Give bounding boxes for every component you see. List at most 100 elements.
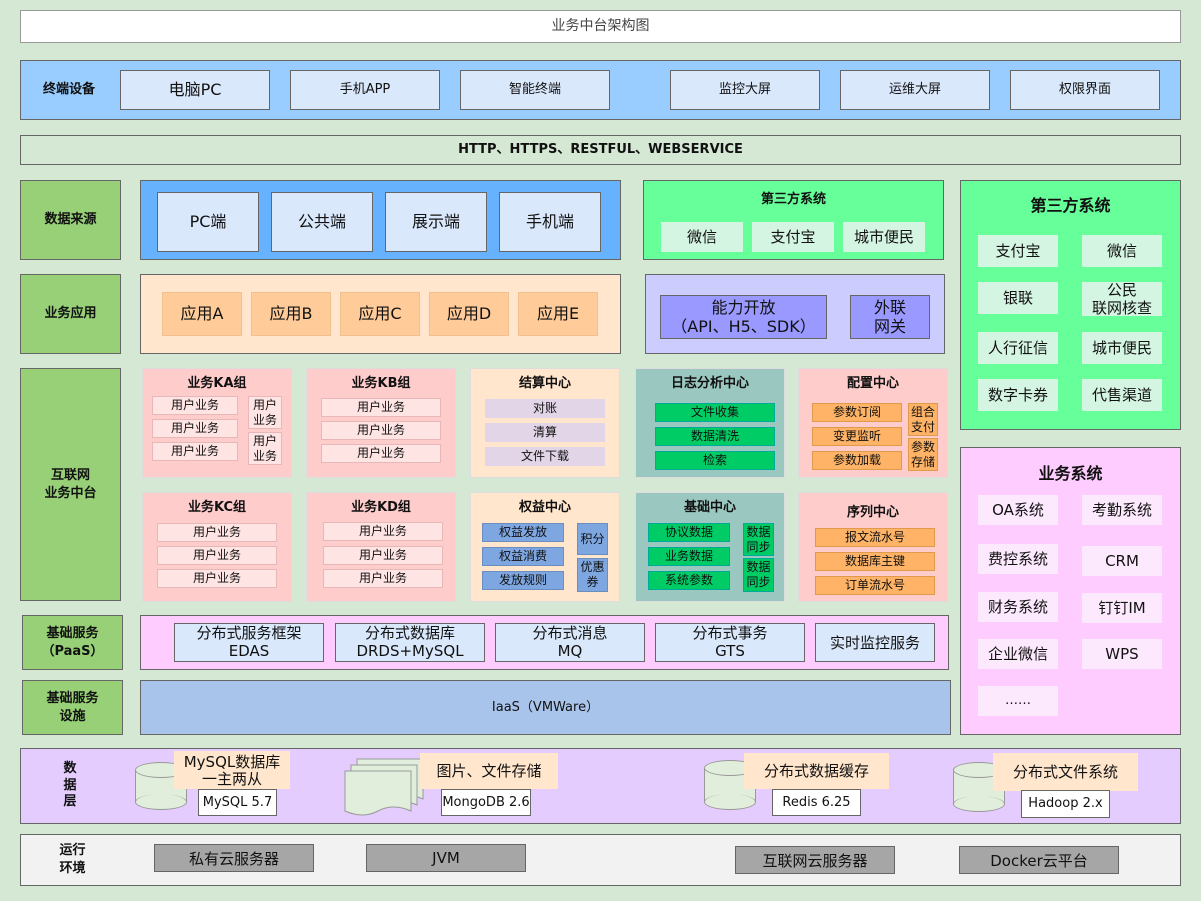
biz-sys-crm: CRM (1082, 546, 1162, 576)
base-center-item: 协议数据 (648, 523, 730, 542)
base-center-item: 系统参数 (648, 571, 730, 590)
terminal-item-monitor: 监控大屏 (670, 70, 820, 110)
paas-mq: 分布式消息 MQ (495, 623, 645, 662)
third-party-small-title: 第三方系统 (760, 191, 826, 207)
biz-sys-wecom: 企业微信 (978, 639, 1058, 669)
hadoop-version: Hadoop 2.x (1021, 790, 1110, 818)
app-e: 应用E (518, 292, 598, 336)
kb-item: 用户业务 (321, 444, 441, 463)
biz-sys-wps: WPS (1082, 639, 1162, 669)
mysql-cylinder-icon (135, 762, 187, 810)
middle-platform-label: 互联网 业务中台 (20, 368, 121, 601)
app-b: 应用B (251, 292, 331, 336)
paas-monitor: 实时监控服务 (815, 623, 935, 662)
biz-app-label: 业务应用 (20, 274, 121, 354)
kd-title: 业务KD组 (351, 499, 411, 515)
terminal-item-smart: 智能终端 (460, 70, 610, 110)
ka-title: 业务KA组 (187, 375, 247, 391)
runtime-jvm: JVM (366, 844, 526, 872)
kb-title: 业务KB组 (351, 375, 411, 391)
terminal-item-auth: 权限界面 (1010, 70, 1160, 110)
paas-edas: 分布式服务框架 EDAS (174, 623, 324, 662)
base-center-title: 基础中心 (683, 499, 736, 515)
third-party-big-title: 第三方系统 (1030, 196, 1111, 215)
kc-item: 用户业务 (157, 523, 277, 542)
config-side-item: 组合 支付 (908, 403, 938, 436)
rights-side-item: 积分 (577, 523, 608, 555)
paas-drds: 分布式数据库 DRDS+MySQL (335, 623, 485, 662)
source-mobile: 手机端 (499, 192, 601, 252)
third-big-agency: 代售渠道 (1082, 379, 1162, 411)
settle-item: 清算 (485, 423, 605, 442)
mongo-version: MongoDB 2.6 (441, 789, 531, 816)
settle-item: 对账 (485, 399, 605, 418)
source-display: 展示端 (385, 192, 487, 252)
runtime-label: 运行 环境 (59, 843, 86, 876)
rights-item: 权益发放 (482, 523, 564, 542)
kb-item: 用户业务 (321, 398, 441, 417)
third-small-city: 城市便民 (843, 222, 925, 252)
data-source-label: 数据来源 (20, 180, 121, 260)
rights-item: 权益消费 (482, 547, 564, 566)
iaas-bar: IaaS（VMWare） (140, 680, 951, 735)
kb-item: 用户业务 (321, 421, 441, 440)
data-layer-label: 数 据 层 (63, 760, 77, 810)
paas-label: 基础服务 （PaaS） (22, 615, 123, 670)
mysql-store-name: MySQL数据库 一主两从 (174, 751, 290, 789)
hadoop-store-name: 分布式文件系统 (993, 753, 1138, 791)
third-big-unionpay: 银联 (978, 282, 1058, 314)
rights-item: 发放规则 (482, 571, 564, 590)
sequence-item: 报文流水号 (815, 528, 935, 547)
third-big-wechat: 微信 (1082, 235, 1162, 267)
kd-item: 用户业务 (323, 546, 443, 565)
config-side-item: 参数 存储 (908, 438, 938, 471)
redis-store-name: 分布式数据缓存 (744, 753, 889, 789)
page-title: 业务中台架构图 (20, 10, 1181, 43)
sequence-item: 数据库主键 (815, 552, 935, 571)
app-a: 应用A (162, 292, 242, 336)
config-item: 参数加载 (812, 451, 902, 470)
source-public: 公共端 (271, 192, 373, 252)
paas-gts: 分布式事务 GTS (655, 623, 805, 662)
capability-open: 能力开放 （API、H5、SDK） (660, 295, 827, 339)
settle-title: 结算中心 (518, 375, 571, 391)
base-center-side-item: 数据 同步 (743, 523, 774, 556)
ka-side-item: 用户 业务 (248, 396, 282, 429)
base-center-side-item: 数据 同步 (743, 558, 774, 592)
ka-item: 用户业务 (152, 442, 238, 461)
ka-item: 用户业务 (152, 419, 238, 438)
third-big-alipay: 支付宝 (978, 235, 1058, 267)
third-big-credit: 人行征信 (978, 332, 1058, 364)
rights-title: 权益中心 (518, 499, 571, 515)
log-title: 日志分析中心 (670, 375, 749, 391)
biz-sys-attendance: 考勤系统 (1082, 495, 1162, 525)
third-big-citizen: 公民 联网核查 (1082, 281, 1162, 317)
third-small-alipay: 支付宝 (752, 222, 834, 252)
biz-sys-expense: 费控系统 (978, 544, 1058, 574)
source-pc: PC端 (157, 192, 259, 252)
app-d: 应用D (429, 292, 509, 336)
iaas-label: 基础服务 设施 (22, 680, 123, 735)
documents-icon (344, 758, 424, 816)
redis-version: Redis 6.25 (772, 789, 861, 816)
runtime-private-cloud: 私有云服务器 (154, 844, 314, 872)
log-item: 数据清洗 (655, 427, 775, 446)
ka-item: 用户业务 (152, 396, 238, 415)
app-c: 应用C (340, 292, 420, 336)
runtime-internet-cloud: 互联网云服务器 (735, 846, 895, 874)
third-big-coupon: 数字卡券 (978, 379, 1058, 411)
kc-item: 用户业务 (157, 569, 277, 588)
config-title: 配置中心 (846, 375, 899, 391)
third-small-wechat: 微信 (661, 222, 743, 252)
log-item: 文件收集 (655, 403, 775, 422)
sequence-title: 序列中心 (846, 504, 899, 520)
biz-sys-dingtalk: 钉钉IM (1082, 593, 1162, 623)
kc-title: 业务KC组 (187, 499, 247, 515)
terminal-item-ops: 运维大屏 (840, 70, 990, 110)
ka-side-item: 用户 业务 (248, 432, 282, 465)
biz-sys-oa: OA系统 (978, 495, 1058, 525)
terminal-item-app: 手机APP (290, 70, 440, 110)
biz-sys-finance: 财务系统 (978, 592, 1058, 622)
terminal-label: 终端设备 (42, 82, 95, 98)
capability-gateway: 外联 网关 (850, 295, 930, 339)
